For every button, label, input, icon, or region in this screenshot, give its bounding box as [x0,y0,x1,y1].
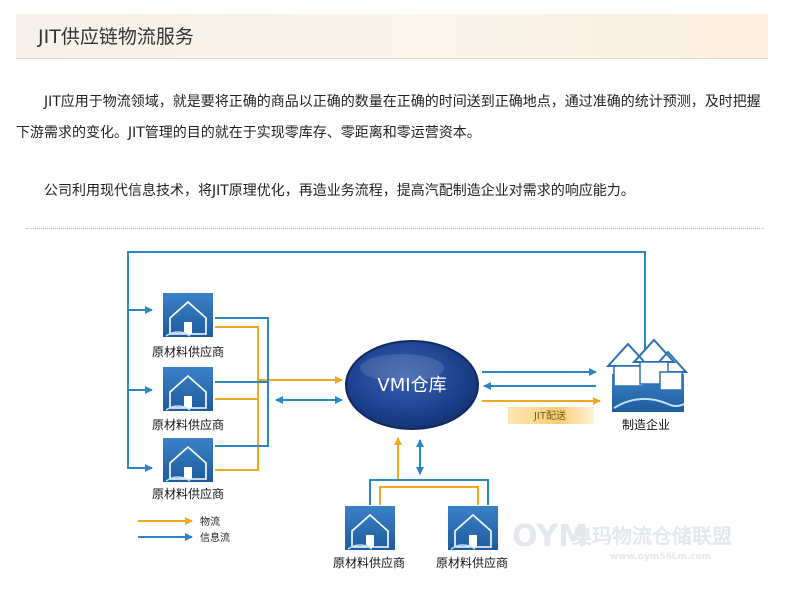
supplier-label: 原材料供应商 [152,344,224,359]
supplier-label: 原材料供应商 [333,555,405,570]
supplier-label: 原材料供应商 [152,486,224,501]
supplier-info-flow [215,317,343,447]
bottom-supplier-flows [369,437,489,505]
outer-info-loop [127,251,646,472]
jit-delivery-badge: JIT配送 [508,407,594,424]
manufacturer: 制造企业 [605,338,689,432]
vmi-warehouse: VMI仓库 [345,340,479,430]
title-bar: JIT供应链物流服务 [16,14,768,59]
legend-info-flow: 信息流 [200,531,230,544]
vmi-label: VMI仓库 [377,375,446,396]
supplier-4: 原材料供应商 [333,506,405,570]
page-title: JIT供应链物流服务 [38,26,194,48]
dotted-divider [26,228,764,229]
vmi-manufacturer-flows [482,368,601,405]
intro-paragraph-1: JIT应用于物流领域，就是要将正确的商品以正确的数量在正确的时间送到正确地点，通… [16,94,761,141]
manufacturer-label: 制造企业 [622,417,670,432]
supplier-5: 原材料供应商 [436,506,508,570]
supplier-2: 原材料供应商 [152,367,224,432]
supplier-1: 原材料供应商 [152,293,224,359]
jit-label: JIT配送 [533,409,566,422]
supplier-label: 原材料供应商 [152,417,224,432]
supplier-3: 原材料供应商 [152,438,224,501]
watermark: OYM 奥玛物流仓储联盟 www.oym56Lm.com [512,519,732,562]
watermark-url: www.oym56Lm.com [610,552,711,562]
watermark-brand: 奥玛物流仓储联盟 [572,524,732,548]
watermark-logo: OYM [512,519,588,554]
intro-paragraph-2: 公司利用现代信息技术，将JIT原理优化，再造业务流程，提高汽配制造企业对需求的响… [44,183,635,199]
legend-material-flow: 物流 [200,515,220,528]
supplier-label: 原材料供应商 [436,555,508,570]
legend: 物流 信息流 [138,515,230,544]
supplier-material-flow [215,326,343,471]
